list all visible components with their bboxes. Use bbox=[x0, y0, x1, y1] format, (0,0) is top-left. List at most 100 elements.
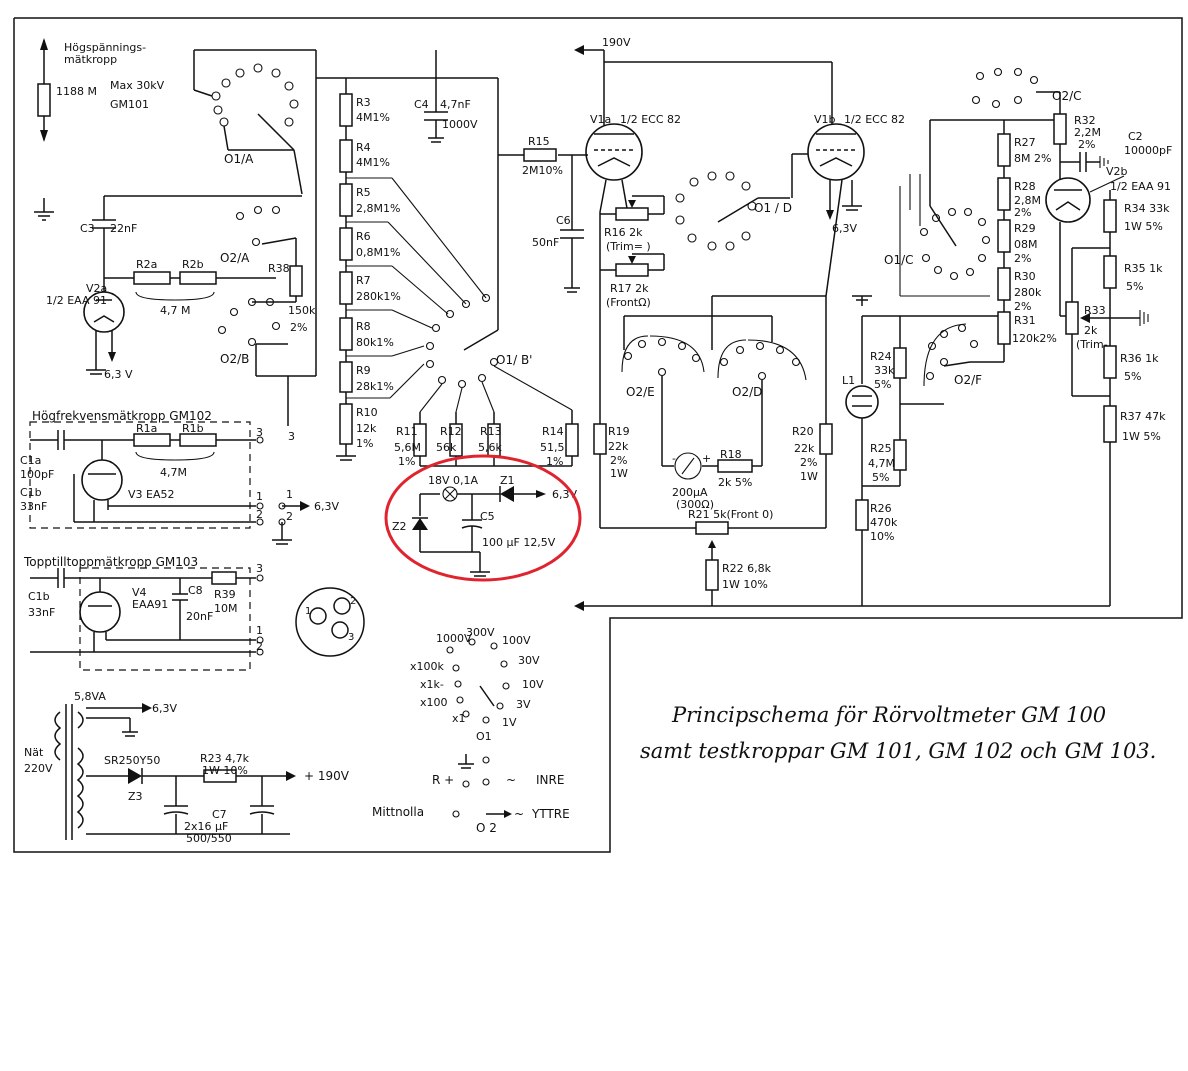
switch-o1b: O1/ B' bbox=[419, 78, 573, 413]
trafo-label: 5,8VA bbox=[74, 690, 106, 703]
ps-190-label: + 190V bbox=[304, 769, 350, 783]
l1-label: L1 bbox=[842, 374, 855, 387]
switch-o1a: O1/A bbox=[193, 49, 316, 195]
r9-label: R9 bbox=[356, 364, 371, 377]
range-selector: 1000V 300V 100V 30V 10V 3V 1V x100k x1k-… bbox=[410, 626, 544, 743]
switch-o2f-label: O2/F bbox=[954, 373, 982, 387]
r39-label: R39 bbox=[214, 588, 236, 601]
c1b-pp-label: C1b bbox=[28, 590, 50, 603]
caption-line-1: Principschema för Rörvoltmeter GM 100 bbox=[671, 703, 1106, 727]
r18-value: 2k 5% bbox=[718, 476, 752, 489]
r2b-label: R2b bbox=[182, 258, 204, 271]
r36-value: 5% bbox=[1124, 370, 1141, 383]
c2-value: 10000pF bbox=[1124, 144, 1172, 157]
probe-connector: 1 2 3 bbox=[295, 587, 365, 657]
hf-pin-1: 1 bbox=[256, 490, 263, 503]
v1a-label: V1a bbox=[590, 113, 611, 126]
c7-label: C7 bbox=[212, 808, 227, 821]
hf-pin-3: 3 bbox=[256, 426, 263, 439]
v2a-section: C3 22nF V2a 1/2 EAA 91 6,3 V R2a R2b 4,7… bbox=[46, 195, 302, 381]
connector-pin-2: 2 bbox=[350, 596, 356, 607]
range-30v: 30V bbox=[518, 654, 540, 667]
meter-plus: + bbox=[702, 452, 711, 465]
r5-value: 2,8M1% bbox=[356, 202, 400, 215]
v3-label: V3 EA52 bbox=[128, 488, 175, 501]
v1b-label: V1b bbox=[814, 113, 836, 126]
hv-probe: Högspännings- mätkropp 1188 M Max 30kV G… bbox=[34, 38, 165, 221]
o2b-pin-3: 3 bbox=[288, 430, 295, 443]
r24-tol: 5% bbox=[874, 378, 891, 391]
range-1v: 1V bbox=[502, 716, 517, 729]
r38-value: 150k bbox=[288, 304, 316, 317]
r37-value: 1W 5% bbox=[1122, 430, 1161, 443]
c4-capacitor: C4 4,7nF 1000V bbox=[414, 50, 478, 143]
range-x100k: x100k bbox=[410, 660, 445, 673]
c6-label: C6 bbox=[556, 214, 571, 227]
mains-label: Nät bbox=[24, 746, 44, 759]
r11-value: 5,6M bbox=[394, 441, 421, 454]
r29-value: 08M bbox=[1014, 238, 1038, 251]
meter-label: 200µA bbox=[672, 486, 708, 499]
r34-value: 1W 5% bbox=[1124, 220, 1163, 233]
v2b-section: R32 2,2M 2% C2 10000pF V2b 1/2 EAA 91 bbox=[1045, 92, 1172, 317]
r1b-label: R1b bbox=[182, 422, 204, 435]
r28-tol: 2% bbox=[1014, 206, 1031, 219]
caption-line-2: samt testkroppar GM 101, GM 102 och GM 1… bbox=[640, 739, 1156, 763]
c8-label: C8 bbox=[188, 584, 203, 597]
range-o1-label: O1 bbox=[476, 730, 492, 743]
r24-label: R24 bbox=[870, 350, 892, 363]
r28-value: 2,8M bbox=[1014, 194, 1041, 207]
switch-o1b-label: O1/ B' bbox=[496, 353, 532, 367]
r27-value: 8M 2% bbox=[1014, 152, 1051, 165]
c1b-pp-value: 33nF bbox=[28, 606, 55, 619]
r19-watt: 1W bbox=[610, 467, 628, 480]
range-100v: 100V bbox=[502, 634, 531, 647]
r15-label: R15 bbox=[528, 135, 550, 148]
r25-label: R25 bbox=[870, 442, 892, 455]
r28-label: R28 bbox=[1014, 180, 1036, 193]
r33-r37-chain: R34 33k 1W 5% R35 1k 5% R33 2k (Trim- R3… bbox=[1065, 190, 1170, 606]
switch-o2a: O2/A R38 150k 2% bbox=[220, 205, 316, 334]
r14-value: 51,5 bbox=[540, 441, 565, 454]
hv-title2: mätkropp bbox=[64, 53, 117, 66]
z3-label: Z3 bbox=[128, 790, 143, 803]
switch-o1c: O1/C bbox=[884, 119, 1004, 297]
r7-value: 280k1% bbox=[356, 290, 401, 303]
protection-circuit: 18V 0,1A Z1 6,3V Z2 C5 100 µF 12,5V bbox=[384, 454, 582, 582]
r5-label: R5 bbox=[356, 186, 371, 199]
r23-label: R23 4,7k bbox=[200, 752, 250, 765]
pp-probe: Topptilltoppmätkropp GM103 3 C1b 33nF V4… bbox=[23, 555, 264, 671]
r15-value: 2M10% bbox=[522, 164, 563, 177]
v1a-value: 1/2 ECC 82 bbox=[620, 113, 681, 126]
meter-minus: - bbox=[672, 452, 676, 465]
c5-label: C5 bbox=[480, 510, 495, 523]
r8-value: 80k1% bbox=[356, 336, 394, 349]
switch-o1a-label: O1/A bbox=[224, 152, 254, 166]
r25-value: 4,7M bbox=[868, 457, 895, 470]
r36-label: R36 1k bbox=[1120, 352, 1159, 365]
r10-tol: 1% bbox=[356, 437, 373, 450]
r22-value: 1W 10% bbox=[722, 578, 768, 591]
c7-voltage: 500/550 bbox=[186, 832, 232, 845]
c3-label: C3 bbox=[80, 222, 95, 235]
trafo-heater-label: 6,3V bbox=[152, 702, 177, 715]
c1b-value: 33nF bbox=[20, 500, 47, 513]
r22-label: R22 6,8k bbox=[722, 562, 772, 575]
switch-o2b: O2/B bbox=[217, 297, 296, 377]
v1b-heater-label: 6,3V bbox=[832, 222, 857, 235]
v4-label: V4 bbox=[132, 586, 147, 599]
v4-value: EAA91 bbox=[132, 598, 168, 611]
r13-label: R13 bbox=[480, 425, 502, 438]
r33-label: R33 bbox=[1084, 304, 1106, 317]
v1b-value: 1/2 ECC 82 bbox=[844, 113, 905, 126]
divider-chain: R3 4M1% R4 4M1% R5 2,8M1% R6 0,8M1% R7 2… bbox=[288, 50, 498, 461]
range-10v: 10V bbox=[522, 678, 544, 691]
c6-value: 50nF bbox=[532, 236, 559, 249]
switch-o1d-label: O1 / D bbox=[754, 201, 792, 215]
v2a-label: V2a bbox=[86, 282, 107, 295]
r30-value: 280k bbox=[1014, 286, 1042, 299]
r24-value: 33k bbox=[874, 364, 895, 377]
range-resistors: R11 5,6M 1% R12 56k R13 5,6k R14 51,5 1% bbox=[394, 410, 579, 468]
mode-yttre-label: YTTRE bbox=[531, 807, 570, 821]
